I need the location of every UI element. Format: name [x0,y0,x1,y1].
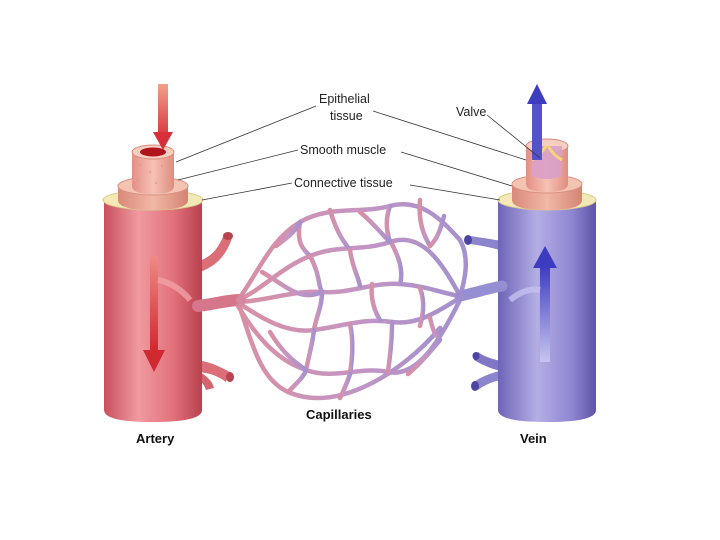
label-valve: Valve [456,105,486,119]
label-epithelial-line2: tissue [330,109,363,123]
vein-flow-arrow [508,246,557,362]
artery-inflow-arrow [153,84,173,150]
artery-branch-lower [196,360,230,382]
capillary-network [192,197,508,401]
label-artery: Artery [136,431,175,446]
artery-lumen [140,147,166,157]
label-vein: Vein [520,431,547,446]
artery-branch-upper [196,234,232,272]
vein-branch-lower [474,370,504,390]
artery-flow-arrow [143,256,193,372]
label-epithelial-line1: Epithelial [319,92,370,106]
label-capillaries: Capillaries [306,407,372,422]
label-connective-tissue: Connective tissue [294,176,393,190]
leader-lines [175,105,541,201]
vein-vessel [464,84,597,422]
vein-outflow-arrow [527,84,547,160]
artery-vessel [102,84,234,422]
label-smooth-muscle: Smooth muscle [300,143,386,157]
